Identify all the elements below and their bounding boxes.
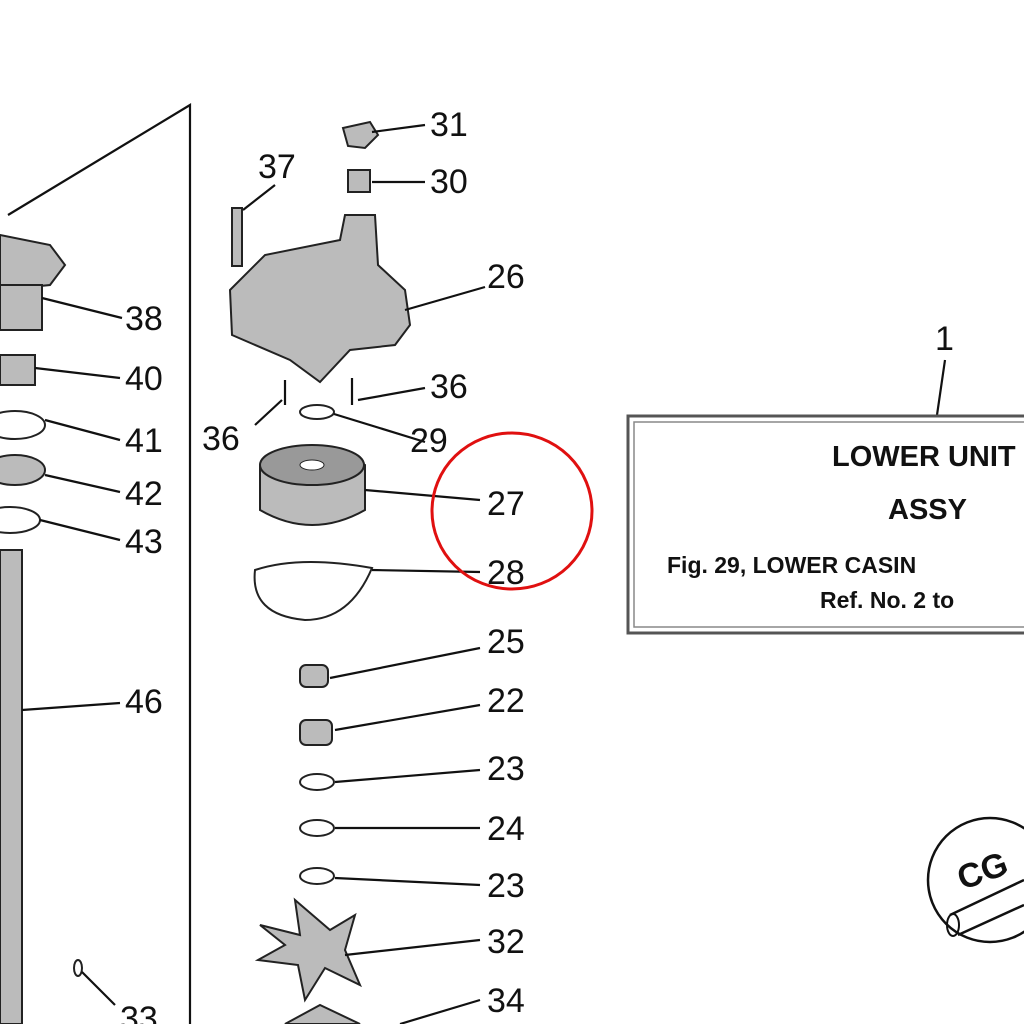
callout-36-right: 36 [430, 368, 468, 406]
callout-38: 38 [125, 300, 163, 338]
callout-24: 24 [487, 810, 525, 848]
callout-labels: 31 30 37 26 38 40 36 41 36 29 42 27 43 2… [120, 106, 954, 1024]
callout-46: 46 [125, 683, 163, 721]
callout-42: 42 [125, 475, 163, 513]
callout-30: 30 [430, 163, 468, 201]
callout-43: 43 [125, 523, 163, 561]
assembly-reference-line2: Ref. No. 2 to [820, 587, 954, 613]
callout-34: 34 [487, 982, 525, 1020]
callout-36-left: 36 [202, 420, 240, 458]
highlight-circle [430, 431, 594, 591]
callout-26: 26 [487, 258, 525, 296]
callout-23-lower: 23 [487, 867, 525, 905]
callout-33: 33 [120, 1000, 158, 1024]
assembly-reference-line1: Fig. 29, LOWER CASIN [667, 552, 916, 578]
callout-25: 25 [487, 623, 525, 661]
callout-1: 1 [935, 320, 954, 358]
callout-31: 31 [430, 106, 468, 144]
callout-29: 29 [410, 422, 448, 460]
callout-22: 22 [487, 682, 525, 720]
grease-symbol-icon: CG [926, 816, 1024, 944]
callout-27: 27 [487, 485, 525, 523]
callout-40: 40 [125, 360, 163, 398]
assembly-title-line1: LOWER UNIT [832, 441, 1016, 473]
callout-37: 37 [258, 148, 296, 186]
assembly-info-box: LOWER UNIT ASSY Fig. 29, LOWER CASIN Ref… [626, 414, 1024, 635]
water-pump-parts [228, 120, 412, 1024]
leader-lines [21, 123, 947, 1024]
assembly-title-line2: ASSY [888, 494, 967, 526]
callout-23-upper: 23 [487, 750, 525, 788]
assembly-bracket-line [7, 103, 192, 1024]
callout-41: 41 [125, 422, 163, 460]
callout-32: 32 [487, 923, 525, 961]
drive-shaft-parts [0, 233, 83, 1024]
